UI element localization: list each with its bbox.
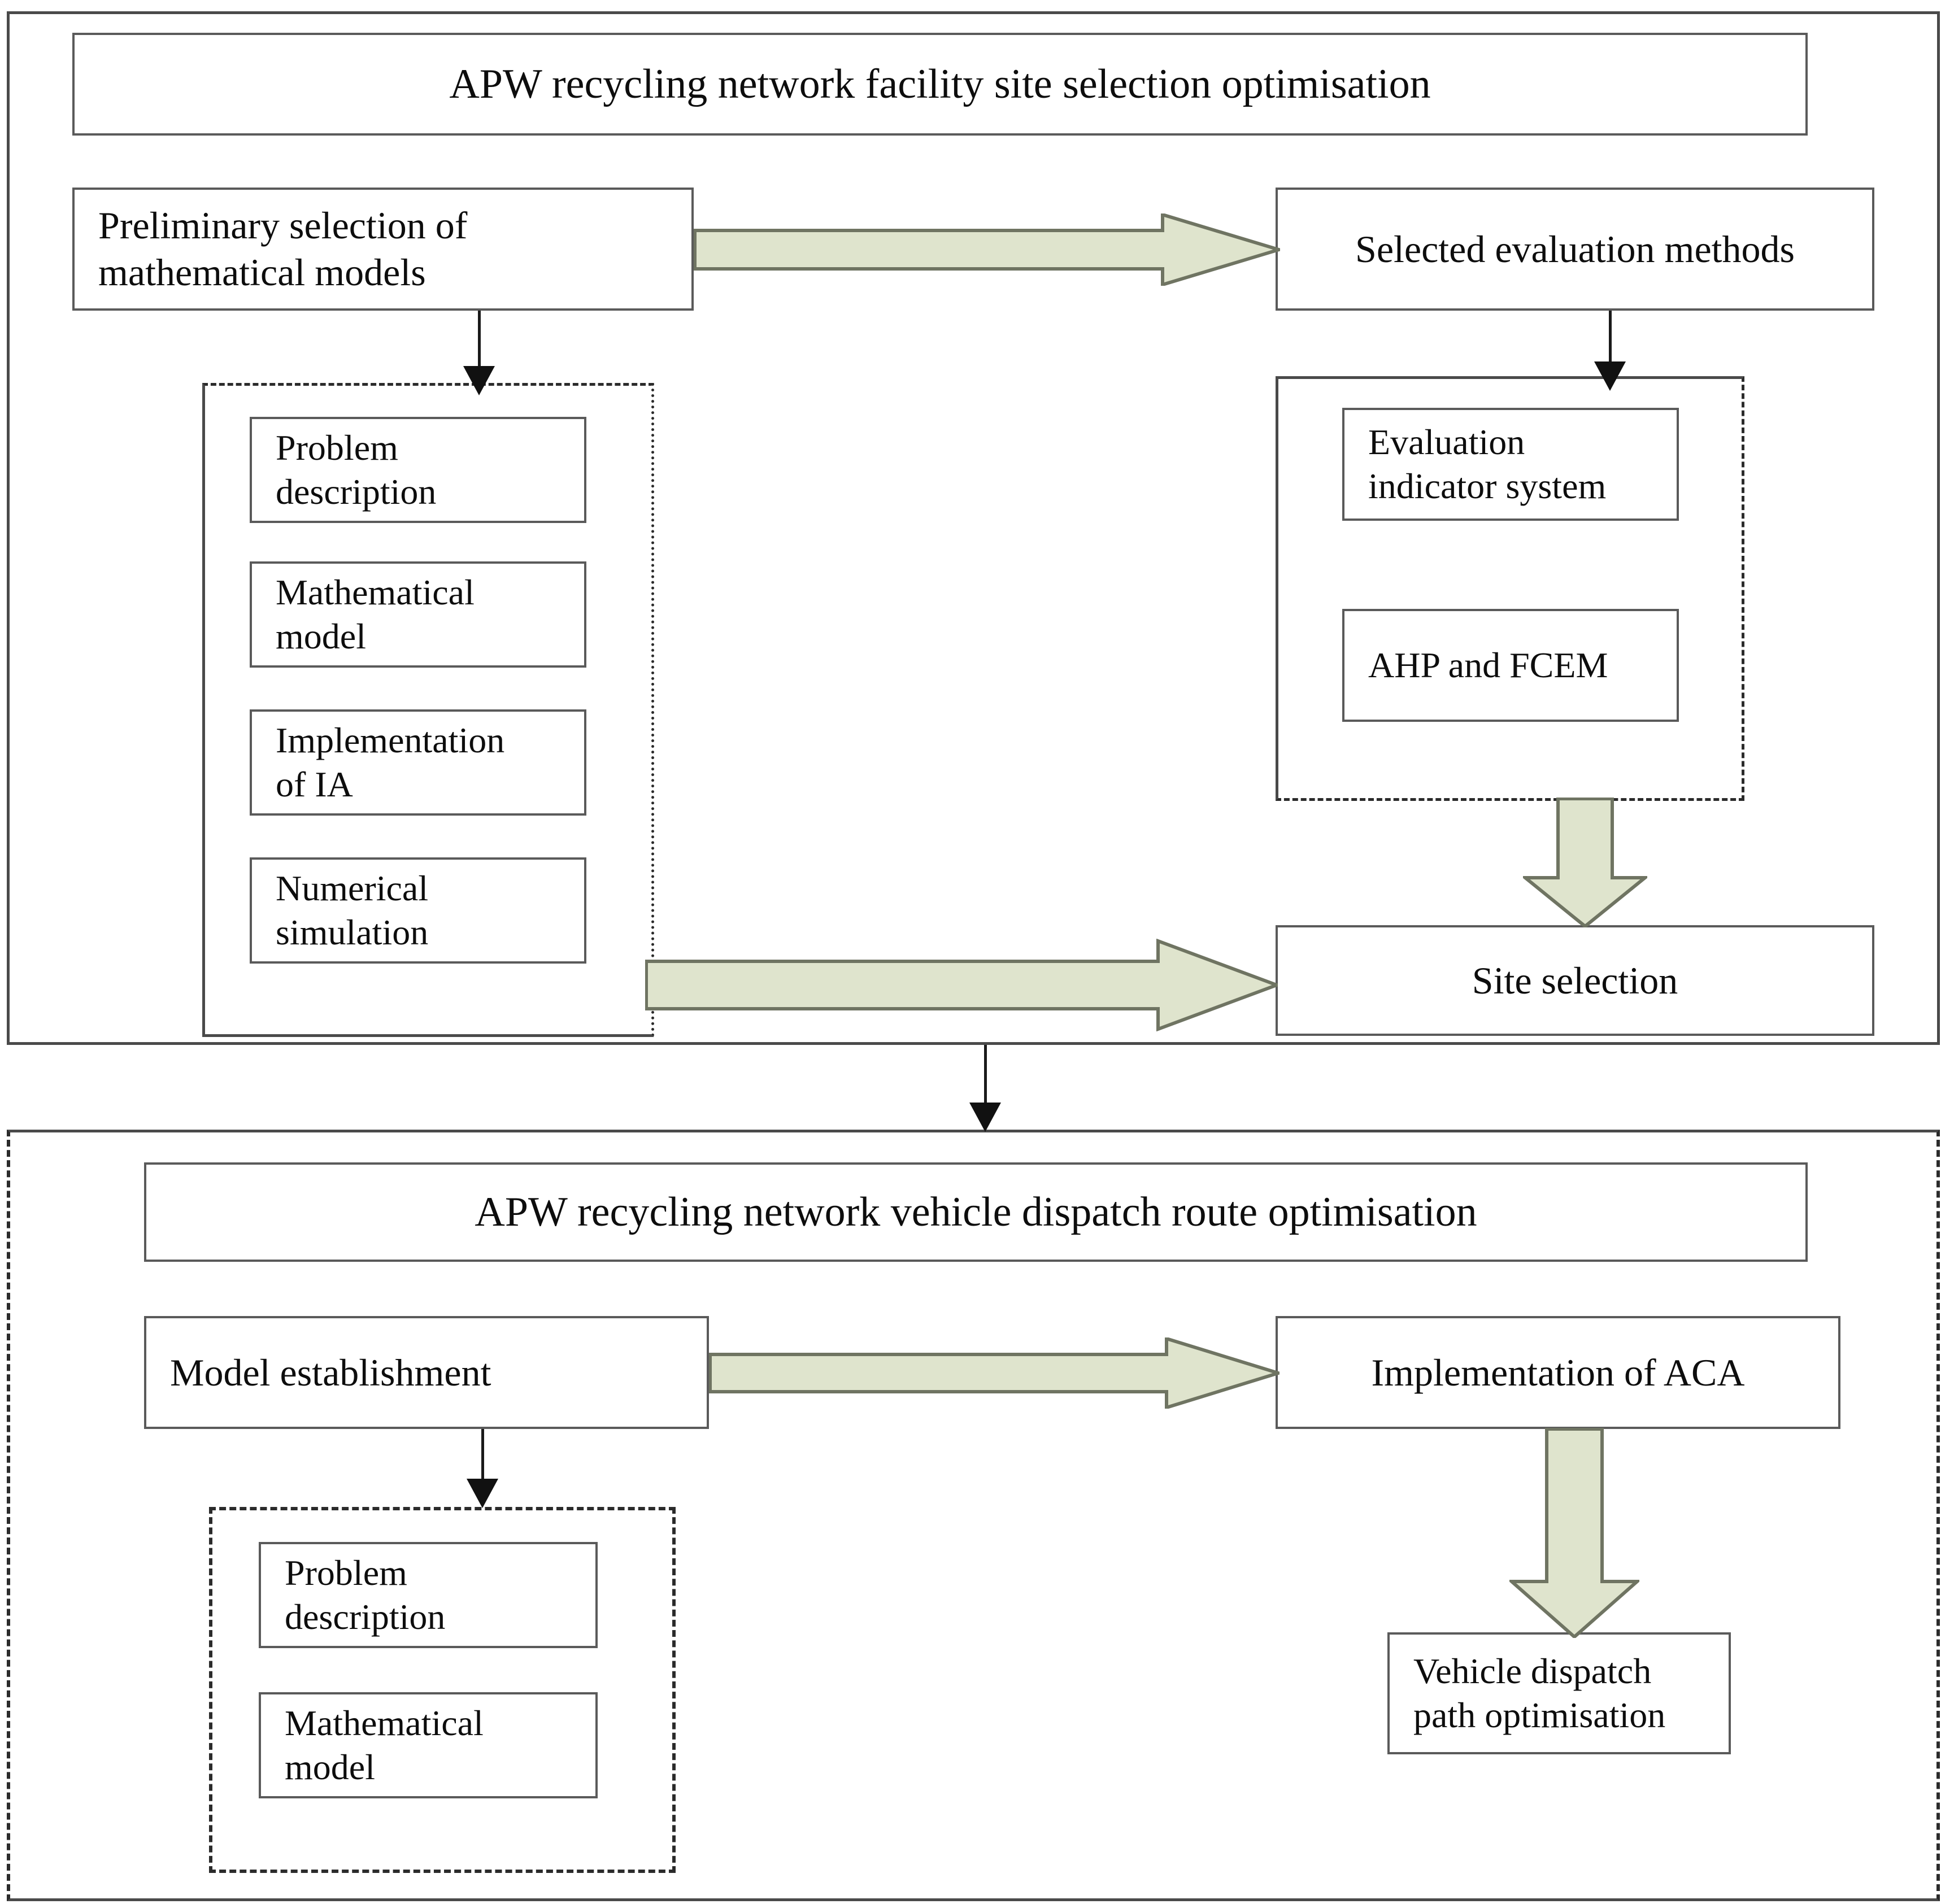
model-establishment-box[interactable]: Model establishment <box>144 1316 709 1429</box>
mathematical-model-label-bottom: Mathematical model <box>285 1702 484 1787</box>
model-establishment-label: Model establishment <box>170 1350 491 1394</box>
problem-description-label-bottom: Problem description <box>285 1552 446 1637</box>
bottom-left-method-group <box>209 1507 676 1873</box>
site-selection-box[interactable]: Site selection <box>1276 925 1874 1036</box>
top-panel-title: APW recycling network facility site sele… <box>449 60 1431 107</box>
preliminary-selection-label: Preliminary selection of mathematical mo… <box>98 204 468 294</box>
bottom-panel-title-box: APW recycling network vehicle dispatch r… <box>144 1162 1808 1262</box>
left-method-group <box>202 383 654 1037</box>
implementation-of-ia-label: Implementation of IA <box>276 720 505 804</box>
connector-evaluation-to-right-group <box>1609 311 1612 373</box>
arrowhead-preliminary-to-left-group <box>463 366 495 395</box>
problem-description-box-bottom[interactable]: Problem description <box>259 1542 598 1648</box>
arrow-right-group-to-site-selection <box>1523 798 1647 927</box>
connector-model-to-left-group <box>481 1429 484 1490</box>
preliminary-selection-box[interactable]: Preliminary selection of mathematical mo… <box>72 188 694 311</box>
problem-description-label-top: Problem description <box>276 427 437 512</box>
site-selection-panel <box>7 11 1940 1045</box>
evaluation-indicator-system-box[interactable]: Evaluation indicator system <box>1342 408 1679 521</box>
connector-panel-to-panel <box>984 1045 987 1115</box>
site-selection-label: Site selection <box>1472 958 1678 1002</box>
bottom-panel-title: APW recycling network vehicle dispatch r… <box>475 1188 1477 1235</box>
selected-evaluation-methods-box[interactable]: Selected evaluation methods <box>1276 188 1874 311</box>
top-panel-title-box: APW recycling network facility site sele… <box>72 33 1808 136</box>
connector-preliminary-to-left-group <box>478 311 481 374</box>
problem-description-box-top[interactable]: Problem description <box>250 417 586 523</box>
implementation-of-ia-box[interactable]: Implementation of IA <box>250 709 586 816</box>
selected-evaluation-methods-label: Selected evaluation methods <box>1355 227 1795 271</box>
ahp-and-fcem-box[interactable]: AHP and FCEM <box>1342 609 1679 722</box>
mathematical-model-box-bottom[interactable]: Mathematical model <box>259 1692 598 1798</box>
vehicle-dispatch-path-box[interactable]: Vehicle dispatch path optimisation <box>1387 1632 1731 1754</box>
numerical-simulation-box[interactable]: Numerical simulation <box>250 857 586 964</box>
arrow-preliminary-to-evaluation <box>694 214 1280 286</box>
vehicle-dispatch-path-label: Vehicle dispatch path optimisation <box>1413 1650 1666 1735</box>
arrow-left-group-to-site-selection <box>645 939 1278 1031</box>
arrowhead-panel-to-panel <box>969 1103 1001 1132</box>
implementation-of-aca-box[interactable]: Implementation of ACA <box>1276 1316 1840 1429</box>
mathematical-model-box-top[interactable]: Mathematical model <box>250 561 586 668</box>
mathematical-model-label-top: Mathematical model <box>276 572 475 656</box>
arrowhead-model-to-left-group <box>467 1479 498 1508</box>
evaluation-indicator-system-label: Evaluation indicator system <box>1368 421 1607 506</box>
implementation-of-aca-label: Implementation of ACA <box>1371 1350 1745 1394</box>
ahp-and-fcem-label: AHP and FCEM <box>1368 644 1608 685</box>
arrowhead-evaluation-to-right-group <box>1594 361 1626 391</box>
numerical-simulation-label: Numerical simulation <box>276 868 429 952</box>
arrow-model-to-aca <box>709 1337 1280 1409</box>
arrow-aca-to-vehicle-dispatch <box>1509 1428 1639 1638</box>
right-evaluation-group <box>1276 376 1744 801</box>
